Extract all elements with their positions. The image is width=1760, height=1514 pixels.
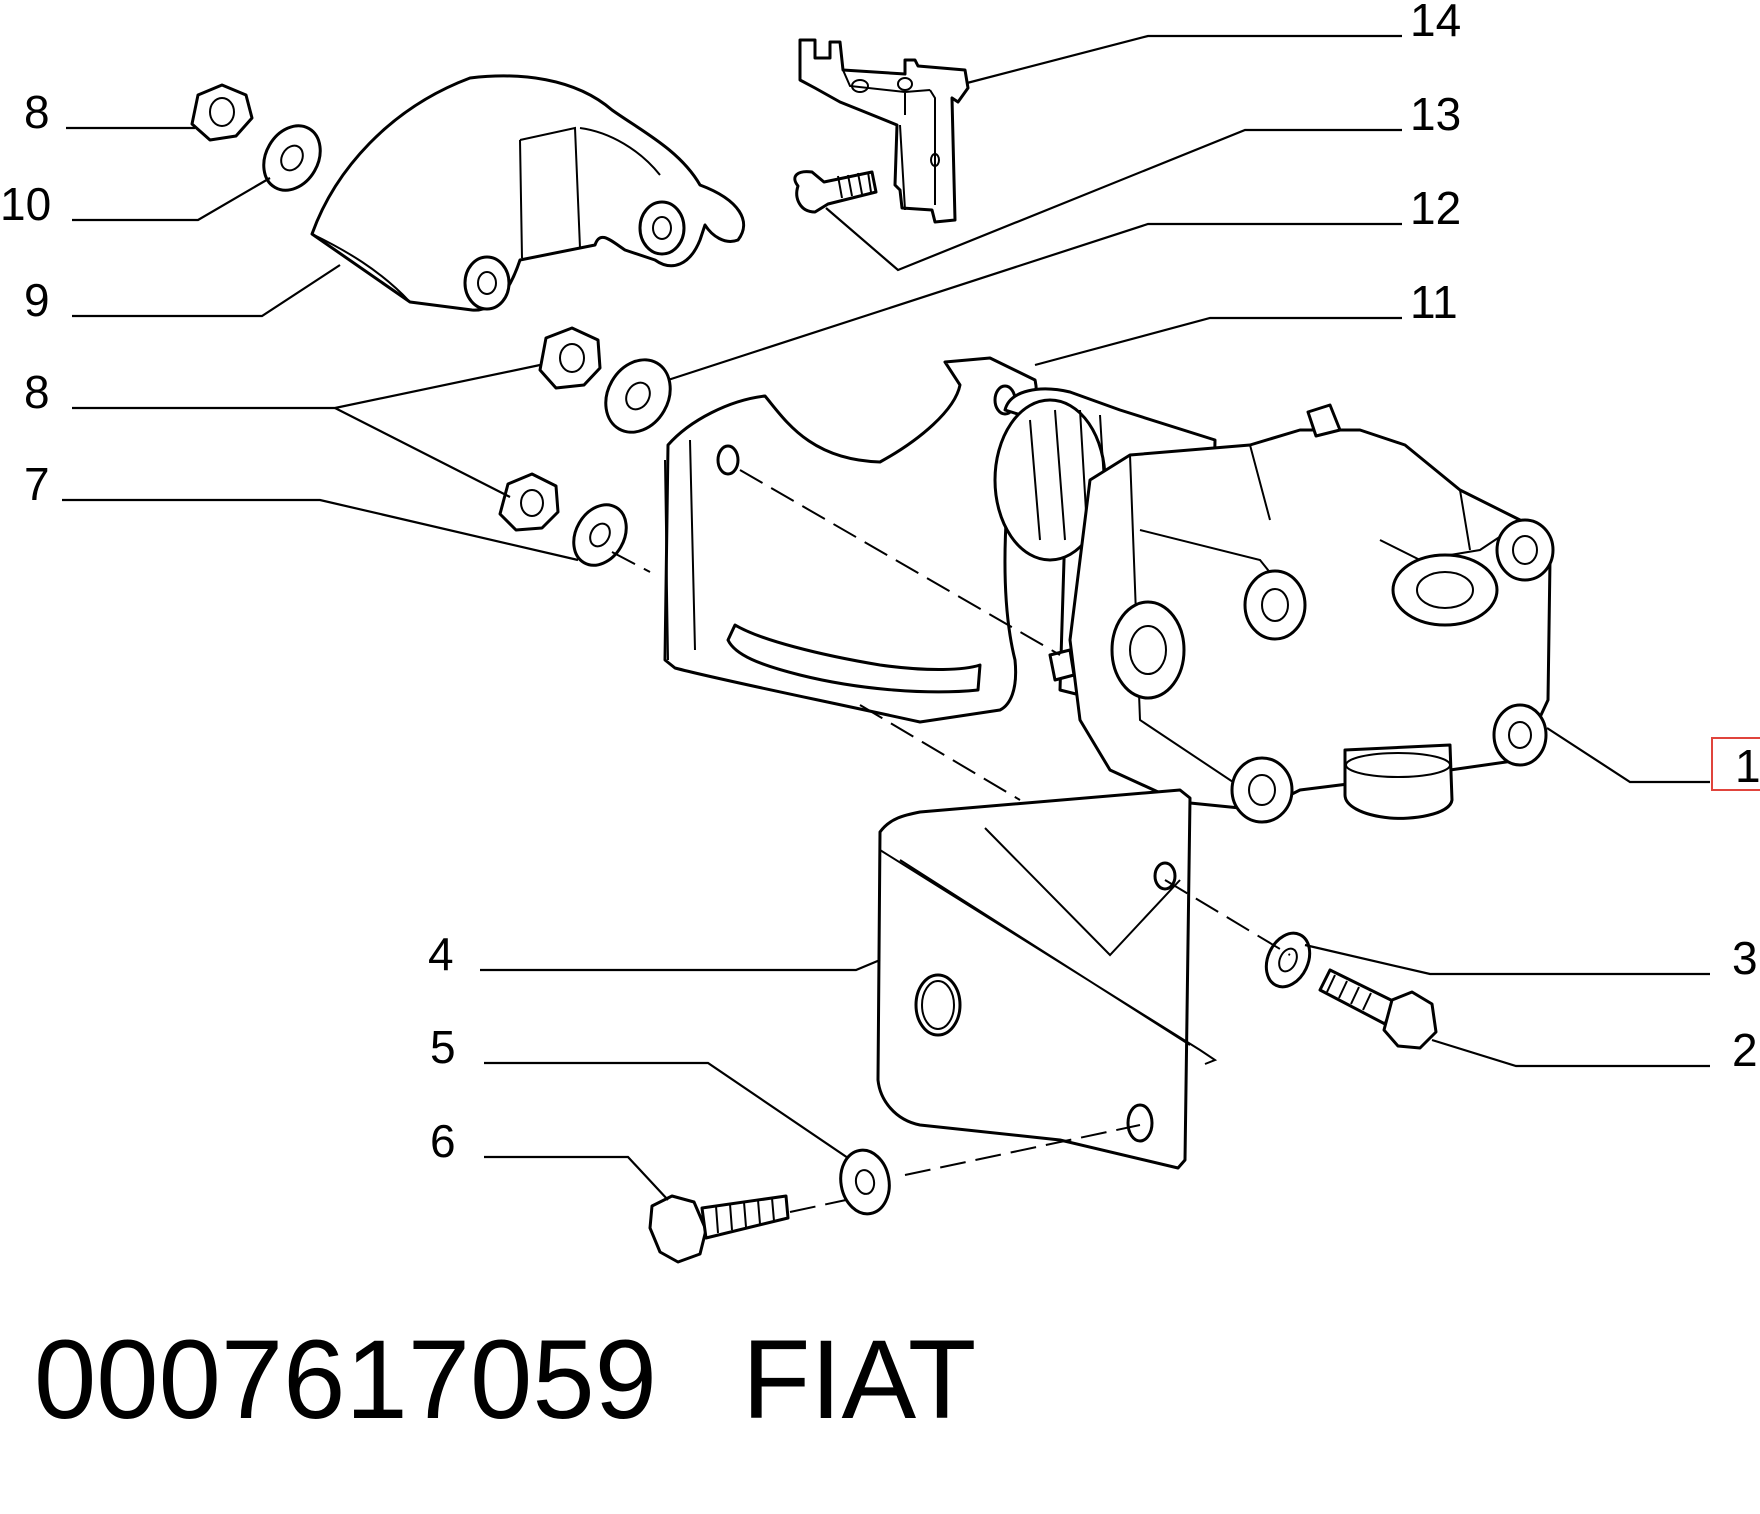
callout-12: 12 (1410, 182, 1461, 234)
callout-9: 9 (24, 274, 50, 326)
part-7-washer (572, 503, 628, 567)
callout-4: 4 (428, 928, 454, 980)
brand-name: FIAT (742, 1317, 976, 1442)
part-12-washer (604, 358, 672, 434)
callout-7: 7 (24, 458, 50, 510)
part-8-nut-lower (498, 472, 560, 532)
part-1-pump-assembly (993, 387, 1555, 824)
part-8-nut-top (190, 83, 254, 142)
part-5-washer (839, 1148, 891, 1216)
callout-8-top: 8 (24, 86, 50, 138)
part-14-bracket (798, 38, 970, 224)
part-4-angle-bracket (876, 788, 1218, 1170)
callout-14: 14 (1410, 0, 1461, 46)
callout-11: 11 (1410, 276, 1458, 328)
part-13-bolt (793, 170, 878, 214)
callout-1-highlight-box[interactable] (1711, 737, 1760, 791)
callout-6: 6 (430, 1115, 456, 1167)
leader-lines (62, 34, 1710, 1201)
part-10-washer (262, 124, 322, 192)
assembly-axes (611, 469, 1291, 1213)
callout-2: 2 (1732, 1024, 1758, 1076)
part-8-nut-middle (538, 326, 602, 390)
part-6-bolt (648, 1194, 790, 1264)
mounting-plate (663, 356, 1038, 724)
callout-8-middle: 8 (24, 366, 50, 418)
part-3-spring-washer (1264, 931, 1312, 989)
callout-5: 5 (430, 1021, 456, 1073)
callout-1[interactable]: 1 (1735, 740, 1760, 792)
part-9-cover (310, 74, 746, 312)
callout-13: 13 (1410, 88, 1461, 140)
callout-3: 3 (1732, 932, 1758, 984)
part-number: 0007617059 (34, 1317, 657, 1442)
callout-10: 10 (0, 178, 51, 230)
part-2-bolt (1318, 968, 1438, 1050)
